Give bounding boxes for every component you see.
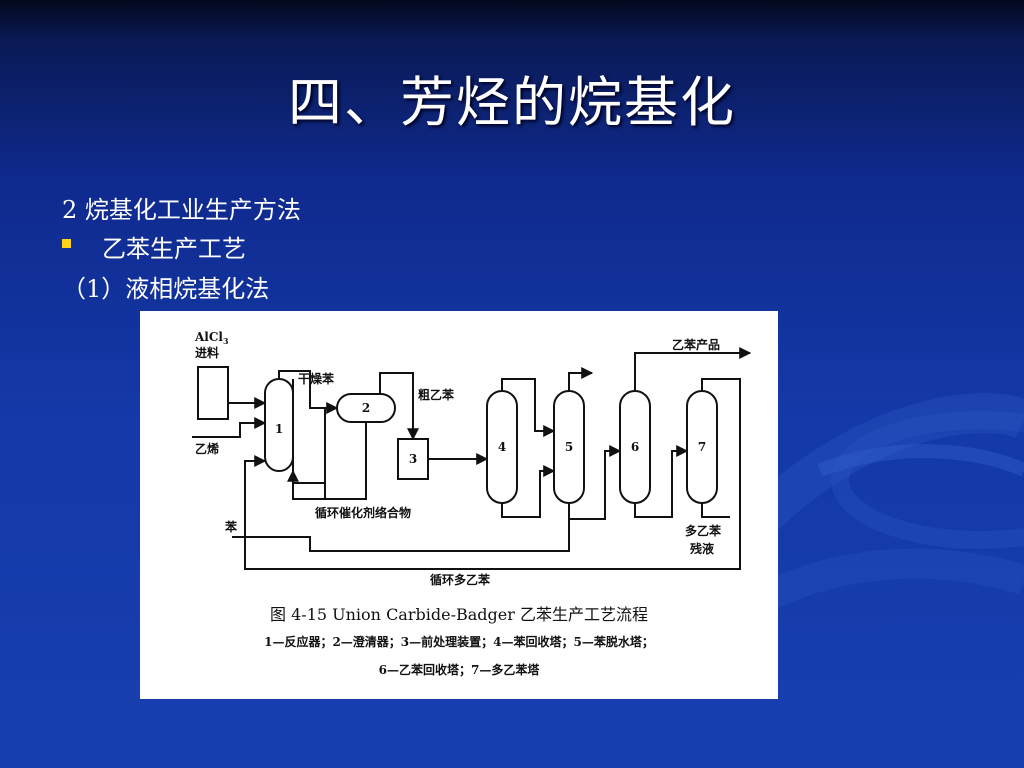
recycle-catalyst-label: 循环催化剂络合物 [315, 505, 411, 520]
dry-benzene-label: 干燥苯 [298, 371, 335, 386]
benzene-label: 苯 [224, 519, 238, 534]
slide-title: 四、芳烃的烷基化 [288, 71, 736, 134]
ethylene-label: 乙烯 [195, 441, 219, 456]
figure-legend-2: 6—乙苯回收塔；7—多乙苯塔 [378, 663, 540, 677]
section-heading: 2 烷基化工业生产方法 [62, 196, 301, 224]
product-label: 乙苯产品 [672, 337, 720, 352]
sub-heading: （1）液相烷基化法 [62, 275, 270, 303]
recycle-peb-label: 循环多乙苯 [430, 572, 491, 587]
feed-label: AlCl3 [194, 330, 229, 346]
unit-label-5: 5 [565, 440, 573, 454]
unit-label-2: 2 [362, 401, 370, 415]
bullet-text: 乙苯生产工艺 [102, 235, 246, 263]
crude-eb-label: 粗乙苯 [418, 387, 455, 402]
unit-label-4: 4 [498, 440, 506, 454]
unit-label-3: 3 [409, 452, 417, 466]
feed-label-2: 进料 [195, 345, 219, 360]
residue-label-1: 多乙苯 [685, 523, 722, 538]
bullet-marker [62, 239, 71, 248]
alcl3-feed-box [197, 366, 229, 420]
unit-label-6: 6 [631, 440, 639, 454]
flow-diagram: AlCl3 进料 乙烯 苯 干燥苯 粗乙苯 乙苯产品 循环催化剂络合物 循环多乙… [192, 330, 752, 587]
unit-label-1: 1 [275, 422, 283, 436]
residue-label-2: 残液 [690, 541, 714, 556]
figure-caption: 图 4-15 Union Carbide-Badger 乙苯生产工艺流程 [270, 605, 648, 624]
process-flow-figure: AlCl3 进料 乙烯 苯 干燥苯 粗乙苯 乙苯产品 循环催化剂络合物 循环多乙… [140, 311, 778, 699]
figure-legend-1: 1—反应器；2—澄清器；3—前处理装置；4—苯回收塔；5—苯脱水塔； [264, 635, 654, 649]
unit-label-7: 7 [698, 440, 706, 454]
